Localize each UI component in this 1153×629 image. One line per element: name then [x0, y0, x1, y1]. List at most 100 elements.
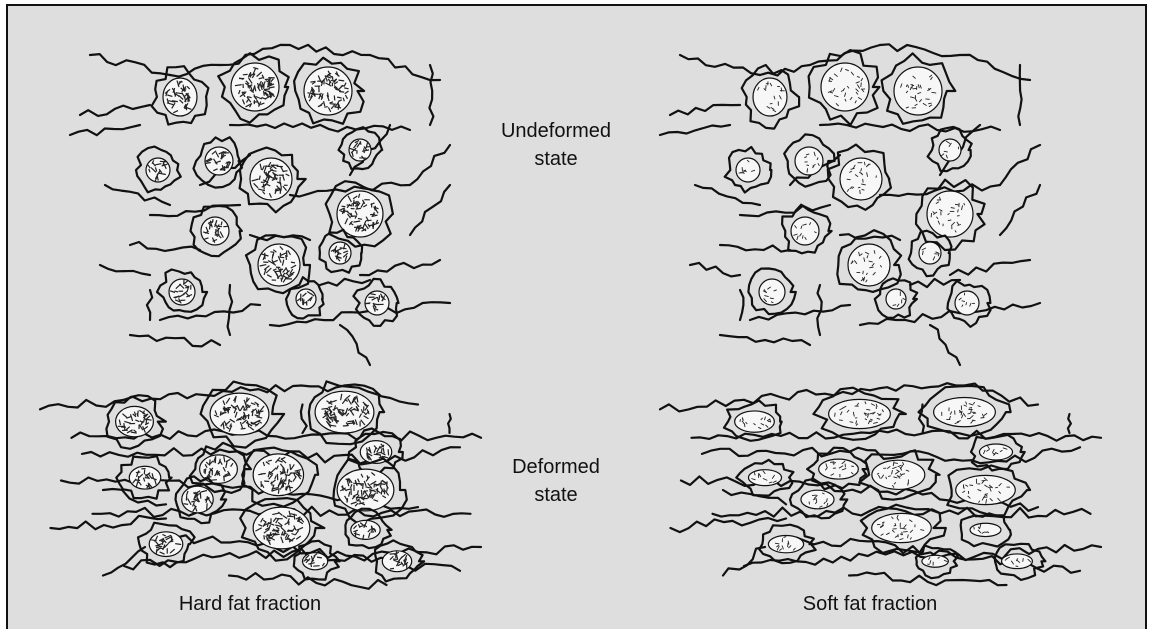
deformed-label-line1: Deformed: [486, 453, 626, 481]
undeformed-state-label: Undeformed state: [486, 117, 626, 173]
network-strand: [723, 490, 786, 504]
crystal-needle: [283, 171, 288, 172]
undeformed-label-line1: Undeformed: [486, 117, 626, 145]
fat-particle: [894, 67, 942, 115]
crystal-needle: [829, 81, 832, 82]
crystal-needle: [270, 252, 274, 253]
crystal-needle: [330, 410, 331, 414]
crystal-needle: [969, 485, 973, 486]
crystal-needle: [287, 516, 294, 517]
crystal-needle: [858, 187, 860, 188]
fat-particle: [819, 459, 859, 479]
undeformed-label-line2: state: [486, 145, 626, 173]
network-strand: [320, 279, 370, 286]
network-strand: [1068, 414, 1071, 433]
crystal-needle: [313, 566, 319, 567]
crystal-needle: [334, 95, 335, 100]
crystal-needle: [347, 498, 348, 502]
crystal-needle: [913, 88, 917, 89]
crystal-needle: [995, 487, 998, 488]
crystal-needle: [374, 304, 378, 305]
panel-soft-undeformed: [660, 44, 1040, 365]
network-strand: [713, 508, 871, 517]
crystal-needle: [264, 89, 270, 90]
network-strand: [100, 265, 150, 275]
panel-soft-deformed: [660, 383, 1101, 585]
crystal-needle: [310, 81, 315, 82]
crystal-needle: [876, 176, 877, 178]
fat-particle: [759, 279, 785, 305]
crystal-needle: [835, 413, 836, 417]
crystal-needle: [1023, 558, 1024, 562]
panel-hard-undeformed: [70, 45, 450, 365]
crystal-needle: [205, 469, 206, 475]
network-strand: [130, 335, 220, 346]
crystal-needle: [339, 92, 344, 93]
network-strand: [290, 45, 370, 55]
deformed-state-label: Deformed state: [486, 453, 626, 509]
fat-particle: [821, 63, 869, 111]
network-strand: [860, 303, 1040, 325]
crystal-needle: [927, 564, 929, 565]
fat-particle: [748, 470, 781, 486]
network-strand: [410, 185, 450, 235]
fat-particle: [801, 490, 834, 509]
crystal-needle: [273, 253, 274, 257]
crystal-needle: [221, 222, 222, 226]
crystal-needle: [806, 165, 809, 166]
crystal-needle: [908, 483, 909, 486]
fat-particle: [768, 536, 803, 553]
crystal-needle: [241, 428, 246, 429]
network-strand: [124, 551, 292, 570]
fat-particle: [956, 475, 1016, 504]
crystal-needle: [303, 299, 304, 305]
fat-particle: [922, 555, 948, 567]
network-strand: [448, 414, 451, 433]
network-strand: [160, 304, 260, 320]
network-strand: [103, 547, 145, 576]
network-strand: [817, 285, 821, 335]
network-strand: [744, 551, 912, 566]
network-strand: [1018, 65, 1021, 125]
network-strand: [670, 105, 740, 115]
crystal-needle: [286, 475, 287, 481]
crystal-needle: [834, 462, 835, 465]
crystal-needle: [809, 502, 810, 505]
crystal-needle: [136, 472, 140, 473]
network-strand: [80, 105, 150, 116]
network-strand: [1007, 447, 1081, 462]
crystal-needle: [317, 557, 322, 558]
network-strand: [51, 516, 167, 529]
soft-fat-fraction-label: Soft fat fraction: [740, 590, 1000, 618]
crystal-needle: [390, 568, 394, 569]
crystal-needle: [290, 464, 291, 470]
panel-hard-deformed: [40, 381, 481, 588]
crystal-needle: [347, 423, 354, 424]
fat-particle: [250, 158, 292, 200]
network-strand: [740, 290, 743, 320]
crystal-needle: [367, 475, 368, 479]
crystal-needle: [281, 278, 282, 282]
crystal-needle: [160, 161, 166, 162]
crystal-needle: [291, 262, 295, 263]
network-strand: [720, 245, 790, 252]
crystal-needle: [264, 91, 265, 96]
deformed-label-line2: state: [486, 481, 626, 509]
crystal-needle: [788, 543, 789, 547]
crystal-needle: [981, 418, 985, 419]
network-strand: [810, 45, 880, 65]
network-strand: [740, 205, 830, 216]
fat-particle: [872, 460, 925, 489]
network-strand: [387, 447, 461, 461]
network-strand: [671, 518, 787, 532]
network-strand: [1000, 185, 1040, 235]
network-strand: [720, 335, 810, 345]
network-strand: [370, 55, 440, 80]
network-strand: [93, 508, 251, 517]
fat-particle: [934, 397, 996, 426]
network-strand: [360, 260, 440, 275]
crystal-needle: [973, 413, 976, 414]
crystal-needle: [184, 504, 189, 505]
